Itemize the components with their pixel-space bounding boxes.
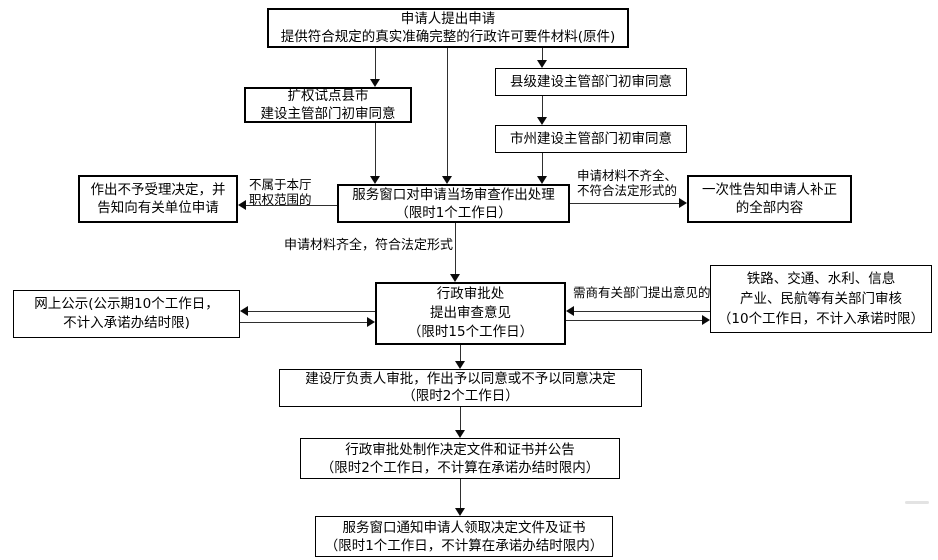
node-text-line: 建设厅负责人审批，作出予以同意或不予以同意决定 <box>305 371 616 387</box>
node-text-line: （限时2个工作日） <box>402 388 519 404</box>
edge-label-out-of-scope: 不属于本厅 职权范围的 <box>249 177 312 207</box>
connector-city-to-window <box>542 153 543 176</box>
edge-label-line: 职权范围的 <box>249 192 312 207</box>
node-text-line: 扩权试点县市 <box>287 88 369 104</box>
connector-approval-to-leader <box>460 345 461 361</box>
node-pilot-county: 扩权试点县市 建设主管部门初审同意 <box>244 87 412 123</box>
node-service-window: 服务窗口对申请当场审查作出处理 （限时1个工作日） <box>337 184 570 223</box>
node-city-review: 市州建设主管部门初审同意 <box>495 125 687 153</box>
node-text-line: 行政审批处制作决定文件和证书并公告 <box>345 441 575 458</box>
node-text-line: 作出不予受理决定，并 <box>90 182 226 198</box>
node-text-line: （限时1个工作日，不计算在承诺办结时限内） <box>324 537 604 554</box>
node-text-line: 县级建设主管部门初审同意 <box>510 74 672 90</box>
arrowhead-down-icon <box>455 361 465 369</box>
node-text-line: 告知向有关单位申请 <box>97 200 219 216</box>
node-reject-decision: 作出不予受理决定，并 告知向有关单位申请 <box>78 175 238 223</box>
arrowhead-down-icon <box>455 430 465 438</box>
arrowhead-down-icon <box>370 79 380 87</box>
node-onetime-notice: 一次性告知申请人补正 的全部内容 <box>687 175 852 223</box>
node-text-line: 一次性告知申请人补正 <box>702 182 837 198</box>
connector-window-to-reject <box>246 205 337 206</box>
smudge-artifact <box>905 501 929 504</box>
connector-applicant-to-window <box>447 48 448 176</box>
node-leader-approval: 建设厅负责人审批，作出予以同意或不予以同意决定 （限时2个工作日） <box>279 369 642 407</box>
node-text-line: 申请人提出申请 <box>400 11 496 27</box>
arrowhead-down-icon <box>537 176 547 184</box>
edge-label-line: 需商有关部门提出意见的 <box>573 285 711 300</box>
node-text-line: 行政审批处 <box>436 286 505 302</box>
connector-county-to-city <box>542 96 543 117</box>
node-approval-office: 行政审批处 提出审查意见 （限时15个工作日） <box>375 282 566 345</box>
arrowhead-down-icon <box>455 508 465 516</box>
connector-pilot-to-window <box>375 123 376 176</box>
edge-label-line: 申请材料不齐全、 <box>577 168 678 183</box>
connector-window-to-notice <box>570 203 679 204</box>
node-make-documents: 行政审批处制作决定文件和证书并公告 （限时2个工作日，不计算在承诺办结时限内） <box>300 438 620 479</box>
arrowhead-left-icon <box>566 306 574 316</box>
node-text-line: （限时2个工作日，不计算在承诺办结时限内） <box>320 459 600 476</box>
node-text-line: 产业、民航等有关部门审核 <box>740 291 902 307</box>
node-text-line: （限时1个工作日） <box>395 204 512 221</box>
arrowhead-right-icon <box>702 315 710 325</box>
node-notify-pickup: 服务窗口通知申请人领取决定文件及证书 （限时1个工作日，不计算在承诺办结时限内） <box>315 516 613 557</box>
connector-publicity-to-approval <box>240 322 367 323</box>
arrowhead-down-icon <box>450 274 460 282</box>
arrowhead-right-icon <box>679 198 687 208</box>
node-text-line: 服务窗口通知申请人领取决定文件及证书 <box>342 519 586 536</box>
arrowhead-down-icon <box>537 60 547 68</box>
node-text-line: 的全部内容 <box>735 200 804 216</box>
arrowhead-down-icon <box>370 176 380 184</box>
edge-label-incomplete: 申请材料不齐全、 不符合法定形式的 <box>577 168 677 198</box>
node-text-line: 服务窗口对申请当场审查作出处理 <box>352 186 555 203</box>
node-text-line: （限时15个工作日） <box>407 324 534 340</box>
connector-applicant-to-county <box>542 48 543 60</box>
connector-leader-to-documents <box>460 407 461 430</box>
node-online-publicity: 网上公示(公示期10个工作日， 不计入承诺办结时限) <box>13 290 240 338</box>
node-text-line: 提供符合规定的真实准确完整的行政许可要件材料(原件) <box>280 29 616 45</box>
node-text-line: 提出审查意见 <box>430 305 511 321</box>
node-county-review: 县级建设主管部门初审同意 <box>495 68 687 96</box>
node-text-line: 不计入承诺办结时限) <box>63 315 190 331</box>
node-text-line: 铁路、交通、水利、信息 <box>746 271 896 287</box>
arrowhead-down-icon <box>442 176 452 184</box>
node-text-line: 市州建设主管部门初审同意 <box>510 131 672 147</box>
edge-label-line: 申请材料齐全，符合法定形式 <box>284 238 454 253</box>
node-applicant: 申请人提出申请 提供符合规定的真实准确完整的行政许可要件材料(原件) <box>267 8 629 48</box>
arrowhead-down-icon <box>537 117 547 125</box>
edge-label-consult: 需商有关部门提出意见的 <box>573 285 711 300</box>
connector-approval-to-depts <box>566 320 702 321</box>
connector-depts-to-approval <box>574 311 710 312</box>
edge-label-complete: 申请材料齐全，符合法定形式 <box>284 238 453 253</box>
node-text-line: 网上公示(公示期10个工作日， <box>34 296 219 312</box>
arrowhead-left-icon <box>240 306 248 316</box>
arrowhead-right-icon <box>367 317 375 327</box>
connector-window-to-approval <box>455 223 456 274</box>
node-text-line: （10个工作日，不计入承诺时限） <box>717 311 925 327</box>
node-text-line: 建设主管部门初审同意 <box>260 106 396 122</box>
edge-label-line: 不属于本厅 <box>249 177 312 192</box>
connector-approval-to-publicity <box>248 311 375 312</box>
node-related-departments: 铁路、交通、水利、信息 产业、民航等有关部门审核 （10个工作日，不计入承诺时限… <box>710 265 932 333</box>
arrowhead-left-icon <box>238 200 246 210</box>
edge-label-line: 不符合法定形式的 <box>577 183 678 198</box>
connector-applicant-to-pilot <box>375 48 376 79</box>
connector-documents-to-pickup <box>460 479 461 508</box>
